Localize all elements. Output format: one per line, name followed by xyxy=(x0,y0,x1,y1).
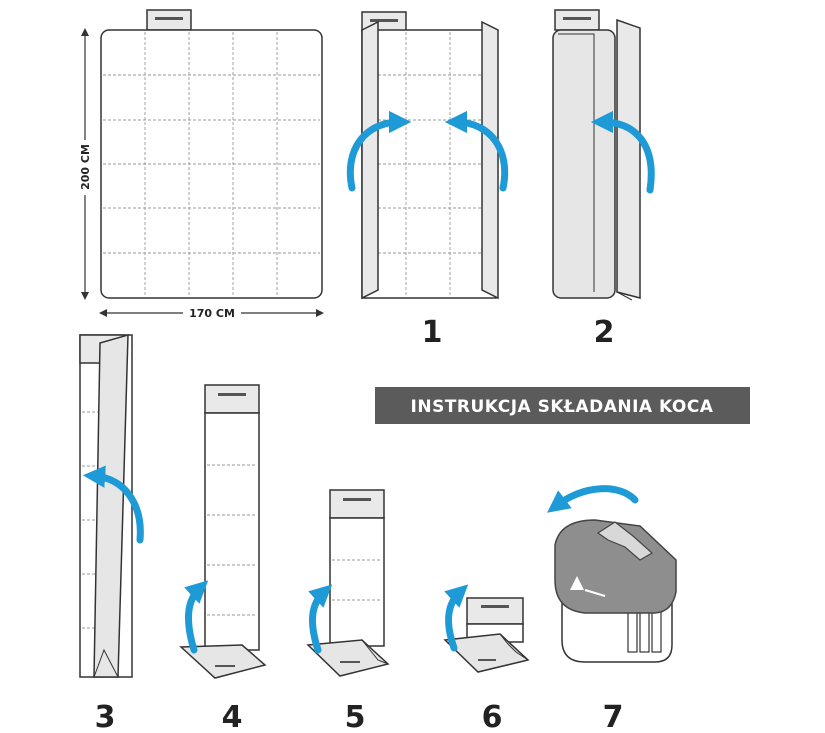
curved-arrow-icon xyxy=(184,580,209,654)
step-4-illustration xyxy=(179,384,267,679)
curved-arrow-icon xyxy=(590,110,655,194)
curved-arrow-icon xyxy=(346,110,412,192)
unfolded-blanket: 200 CM 170 CM xyxy=(79,9,324,320)
curved-arrow-icon xyxy=(547,485,639,513)
step-number-5: 5 xyxy=(345,700,366,733)
curved-arrow-icon xyxy=(82,465,144,544)
step-number-6: 6 xyxy=(482,700,503,733)
width-label: 170 CM xyxy=(189,307,235,320)
step-number-7: 7 xyxy=(603,700,624,733)
width-dimension: 170 CM xyxy=(99,307,324,320)
step-number-3: 3 xyxy=(95,700,116,733)
step-5-illustration xyxy=(306,489,390,677)
curved-arrow-icon xyxy=(444,110,509,192)
blanket-handle-slot xyxy=(155,17,183,20)
curved-arrow-icon xyxy=(308,584,333,654)
title-banner: INSTRUKCJA SKŁADANIA KOCA xyxy=(375,387,750,424)
curved-arrow-icon xyxy=(444,584,469,652)
blanket-outline xyxy=(100,29,323,299)
title-text: INSTRUKCJA SKŁADANIA KOCA xyxy=(411,397,714,417)
step-number-1: 1 xyxy=(422,315,443,350)
step-6-illustration xyxy=(443,584,530,673)
bag-logo-icon xyxy=(570,576,584,590)
blanket-quilt-grid xyxy=(103,32,320,296)
step-number-4: 4 xyxy=(222,700,243,733)
step-1-illustration xyxy=(346,11,509,300)
step-3-illustration xyxy=(79,333,144,678)
height-dimension: 200 CM xyxy=(79,28,92,300)
bag-handle xyxy=(596,521,654,561)
step-7-illustration xyxy=(547,485,677,663)
step-number-2: 2 xyxy=(594,315,615,350)
height-label: 200 CM xyxy=(79,144,92,190)
step-2-illustration xyxy=(552,9,655,301)
title-banner-background xyxy=(375,387,750,424)
